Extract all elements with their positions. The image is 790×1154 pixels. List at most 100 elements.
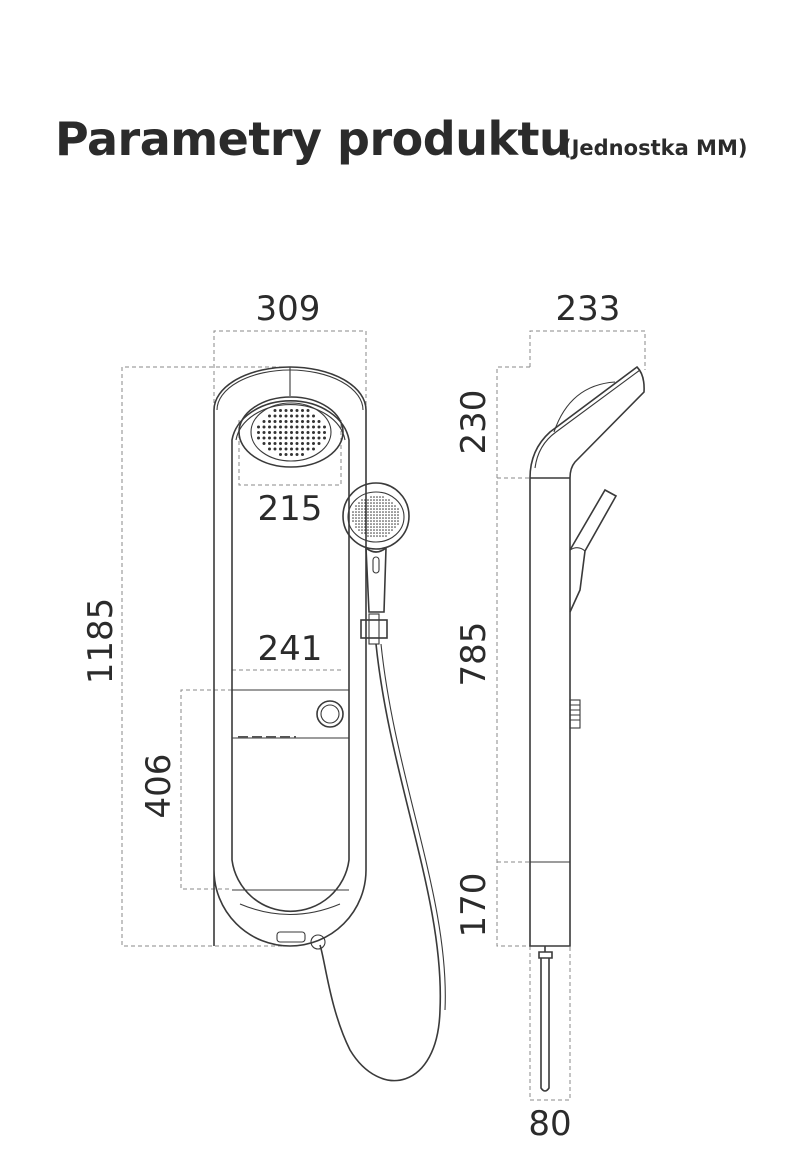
nozzle-dot xyxy=(370,535,372,537)
nozzle-dot xyxy=(358,514,360,516)
nozzle-dot xyxy=(279,414,282,418)
nozzle-dot xyxy=(290,409,293,412)
nozzle-dot xyxy=(290,447,293,451)
nozzle-dot xyxy=(391,505,393,507)
nozzle-dot xyxy=(364,505,366,507)
nozzle-dot xyxy=(317,431,321,434)
nozzle-dot xyxy=(364,532,366,534)
nozzle-dot xyxy=(385,502,387,504)
nozzle-dot xyxy=(262,442,266,445)
side-view xyxy=(496,330,646,1101)
nozzle-dot xyxy=(388,502,390,504)
nozzle-dot xyxy=(376,511,378,513)
nozzle-dot xyxy=(268,447,271,451)
nozzle-dot xyxy=(370,517,372,519)
nozzle-dot xyxy=(385,511,387,513)
nozzle-dot xyxy=(301,453,304,456)
dim-box-width xyxy=(213,330,367,410)
holder-bracket xyxy=(360,619,388,639)
nozzle-dot xyxy=(273,447,277,451)
nozzle-dot xyxy=(284,425,288,429)
nozzle-dot xyxy=(273,436,277,440)
nozzle-dot xyxy=(306,425,310,429)
nozzle-dot xyxy=(312,420,315,423)
nozzle-dot xyxy=(370,511,372,513)
nozzle-dot xyxy=(376,529,378,531)
nozzle-dot xyxy=(376,532,378,534)
nozzle-dot xyxy=(355,508,357,510)
nozzle-dot xyxy=(391,517,393,519)
nozzle-dot xyxy=(367,511,369,513)
dim-box-depth xyxy=(529,330,646,370)
nozzle-dot xyxy=(295,436,299,440)
dim-box-head xyxy=(238,420,342,486)
nozzle-dot xyxy=(382,517,384,519)
nozzle-dot xyxy=(370,520,372,522)
nozzle-dot xyxy=(364,523,366,525)
nozzle-dot xyxy=(312,414,315,418)
nozzle-dot xyxy=(323,425,326,429)
nozzle-dot xyxy=(317,436,321,440)
nozzle-dot xyxy=(312,431,315,434)
nozzle-dot xyxy=(290,436,293,440)
nozzle-dot xyxy=(290,442,293,445)
nozzle-dot xyxy=(268,425,271,429)
nozzle-dot xyxy=(262,425,266,429)
dim-top-section: 230 xyxy=(454,390,494,455)
head-shower-nozzles xyxy=(257,409,326,456)
nozzle-dot xyxy=(379,529,381,531)
nozzle-dot xyxy=(352,520,354,522)
outlet-pipe xyxy=(540,958,550,1092)
nozzle-dot xyxy=(376,523,378,525)
nozzle-dot xyxy=(373,496,375,498)
nozzle-dot xyxy=(284,420,288,423)
nozzle-dot xyxy=(394,517,396,519)
dim-panel-inner-width: 241 xyxy=(258,629,323,669)
nozzle-dot xyxy=(312,447,315,451)
nozzle-dot xyxy=(367,502,369,504)
nozzle-dot xyxy=(284,447,288,451)
nozzle-dot xyxy=(385,526,387,528)
nozzle-dot xyxy=(364,520,366,522)
nozzle-dot xyxy=(376,508,378,510)
nozzle-dot xyxy=(290,453,293,456)
nozzle-dot xyxy=(394,523,396,525)
nozzle-dot xyxy=(367,514,369,516)
nozzle-dot xyxy=(379,508,381,510)
nozzle-dot xyxy=(388,529,390,531)
nozzle-dot xyxy=(257,425,260,429)
nozzle-dot xyxy=(370,526,372,528)
dim-head-shower-width: 215 xyxy=(258,489,323,529)
nozzle-dot xyxy=(279,442,282,445)
nozzle-dot xyxy=(376,526,378,528)
nozzle-dot xyxy=(376,514,378,516)
nozzle-dot xyxy=(388,499,390,501)
nozzle-dot xyxy=(379,514,381,516)
nozzle-dot xyxy=(273,420,277,423)
dim-box-control xyxy=(180,689,232,890)
nozzle-dot xyxy=(373,523,375,525)
nozzle-dot xyxy=(367,526,369,528)
nozzle-dot xyxy=(391,511,393,513)
nozzle-dot xyxy=(382,505,384,507)
dim-box-height xyxy=(121,366,290,947)
nozzle-dot xyxy=(306,436,310,440)
nozzle-dot xyxy=(376,496,378,498)
nozzle-dot xyxy=(306,447,310,451)
dim-control-height: 406 xyxy=(139,754,179,819)
nozzle-dot xyxy=(268,420,271,423)
nozzle-dot xyxy=(323,431,326,434)
nozzle-dot xyxy=(385,508,387,510)
dim-middle-section: 785 xyxy=(454,622,494,687)
nozzle-dot xyxy=(388,517,390,519)
nozzle-dot xyxy=(373,535,375,537)
nozzle-dot xyxy=(358,505,360,507)
nozzle-dot xyxy=(279,409,282,412)
nozzle-dot xyxy=(370,514,372,516)
nozzle-dot xyxy=(301,409,304,412)
nozzle-dot xyxy=(361,526,363,528)
dim-height-total: 1185 xyxy=(81,598,121,685)
nozzle-dot xyxy=(382,496,384,498)
nozzle-dot xyxy=(306,431,310,434)
nozzle-dot xyxy=(268,436,271,440)
